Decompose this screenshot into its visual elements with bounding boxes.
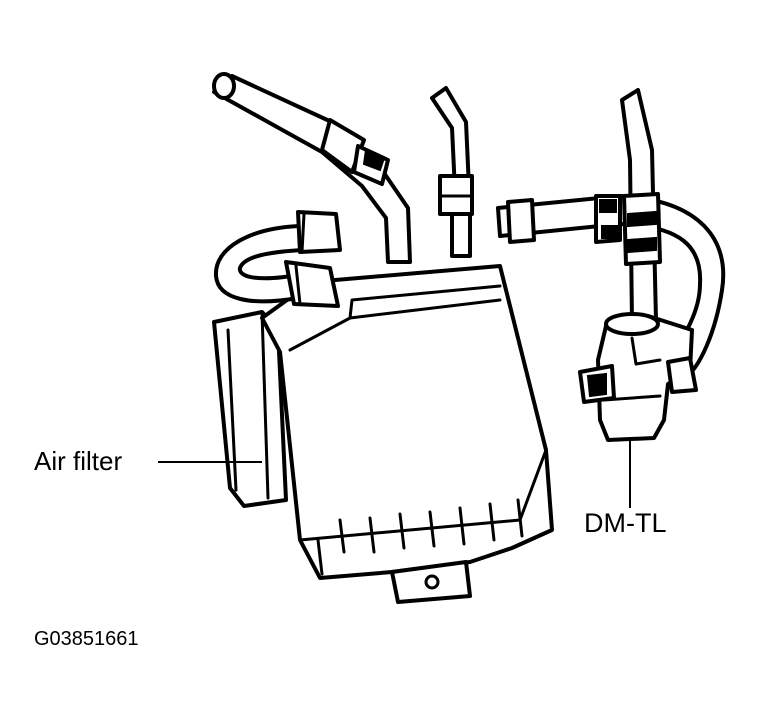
left-hose: [213, 210, 342, 308]
canister-body: [260, 264, 554, 604]
top-left-pipe: [212, 72, 412, 264]
center-tube: [430, 86, 474, 258]
dmtl-label: DM-TL: [584, 508, 667, 538]
air-filter-body: [212, 310, 288, 508]
dmtl-top-tube: [620, 88, 662, 324]
figure-id: G03851661: [34, 628, 139, 650]
dmtl-module: [578, 312, 698, 442]
air-filter-label: Air filter: [34, 446, 123, 476]
